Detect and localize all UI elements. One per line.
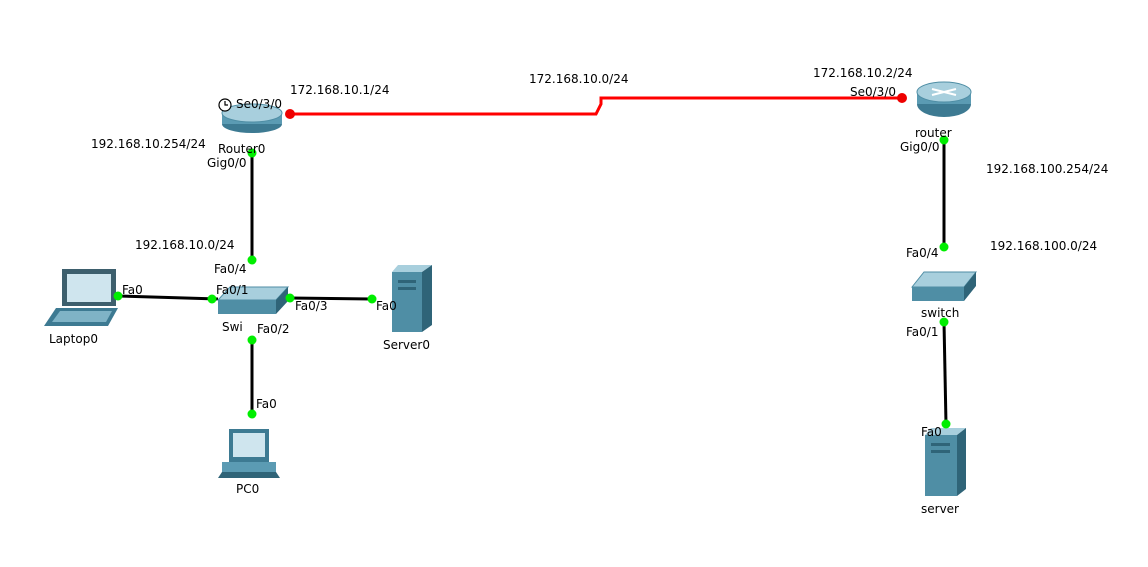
switch1-icon[interactable] bbox=[910, 271, 978, 301]
port-label-sw1-fa01: Fa0/1 bbox=[906, 325, 939, 339]
switch0-name: Swi bbox=[222, 320, 243, 334]
serial-link[interactable] bbox=[290, 96, 902, 116]
port-label-laptop-fa0: Fa0 bbox=[122, 283, 143, 297]
port-dot-server1-fa0 bbox=[941, 419, 951, 429]
router1-icon[interactable] bbox=[916, 81, 972, 117]
address-r1-lan: 192.168.100.254/24 bbox=[986, 162, 1109, 176]
router0-name: Router0 bbox=[218, 142, 266, 156]
address-r0-lan: 192.168.10.254/24 bbox=[91, 137, 206, 151]
port-label-sw1-fa04: Fa0/4 bbox=[906, 246, 939, 260]
address-r1-serial: 172.168.10.2/24 bbox=[813, 66, 913, 80]
server0-icon[interactable] bbox=[392, 265, 432, 332]
address-serial-network: 172.168.10.0/24 bbox=[529, 72, 629, 86]
pc0-name: PC0 bbox=[236, 482, 260, 496]
port-status-dots bbox=[113, 93, 951, 429]
port-dot-sw0-fa01 bbox=[207, 294, 217, 304]
port-label-sw0-fa02: Fa0/2 bbox=[257, 322, 290, 336]
link-switch1-server1[interactable] bbox=[942, 321, 948, 425]
link-switch0-server0[interactable] bbox=[289, 296, 373, 301]
port-dot-r0-se bbox=[285, 109, 295, 119]
port-label-server0-fa0: Fa0 bbox=[376, 299, 397, 313]
port-label-pc-fa0: Fa0 bbox=[256, 397, 277, 411]
router0-icon[interactable] bbox=[221, 103, 283, 133]
port-label-r1-gig: Gig0/0 bbox=[900, 140, 940, 154]
port-dot-r1-se bbox=[897, 93, 907, 103]
port-dot-sw0-fa04 bbox=[247, 255, 257, 265]
port-dot-server0-fa0 bbox=[367, 294, 377, 304]
port-label-r0-se: Se0/3/0 bbox=[236, 97, 282, 111]
port-label-sw0-fa01: Fa0/1 bbox=[216, 283, 249, 297]
laptop0-name: Laptop0 bbox=[49, 332, 98, 346]
switch1-name: switch bbox=[921, 306, 960, 320]
port-dot-sw0-fa03 bbox=[285, 293, 295, 303]
port-label-server1-fa0: Fa0 bbox=[921, 425, 942, 439]
port-dot-laptop-fa0 bbox=[113, 291, 123, 301]
port-dot-sw0-fa02 bbox=[247, 335, 257, 345]
port-label-sw0-fa03: Fa0/3 bbox=[295, 299, 328, 313]
port-dot-sw1-fa04 bbox=[939, 242, 949, 252]
port-dot-r1-gig bbox=[939, 135, 949, 145]
link-laptop0-switch0[interactable] bbox=[117, 294, 219, 301]
clock-icon bbox=[218, 98, 232, 112]
port-label-r1-se: Se0/3/0 bbox=[850, 85, 896, 99]
port-dot-pc-fa0 bbox=[247, 409, 257, 419]
port-dot-sw1-fa01 bbox=[939, 317, 949, 327]
laptop0-icon[interactable] bbox=[44, 269, 118, 326]
port-dot-r0-gig bbox=[247, 148, 257, 158]
port-label-sw0-fa04: Fa0/4 bbox=[214, 262, 247, 276]
address-lan0-network: 192.168.10.0/24 bbox=[135, 238, 235, 252]
address-lan1-network: 192.168.100.0/24 bbox=[990, 239, 1098, 253]
router1-name: router bbox=[915, 126, 952, 140]
server0-name: Server0 bbox=[383, 338, 430, 352]
port-label-r0-gig: Gig0/0 bbox=[207, 156, 247, 170]
pc0-icon[interactable] bbox=[218, 429, 280, 478]
address-r0-serial: 172.168.10.1/24 bbox=[290, 83, 390, 97]
switch0-icon[interactable] bbox=[216, 286, 290, 314]
server1-name: server bbox=[921, 502, 959, 516]
server1-icon[interactable] bbox=[925, 428, 966, 496]
